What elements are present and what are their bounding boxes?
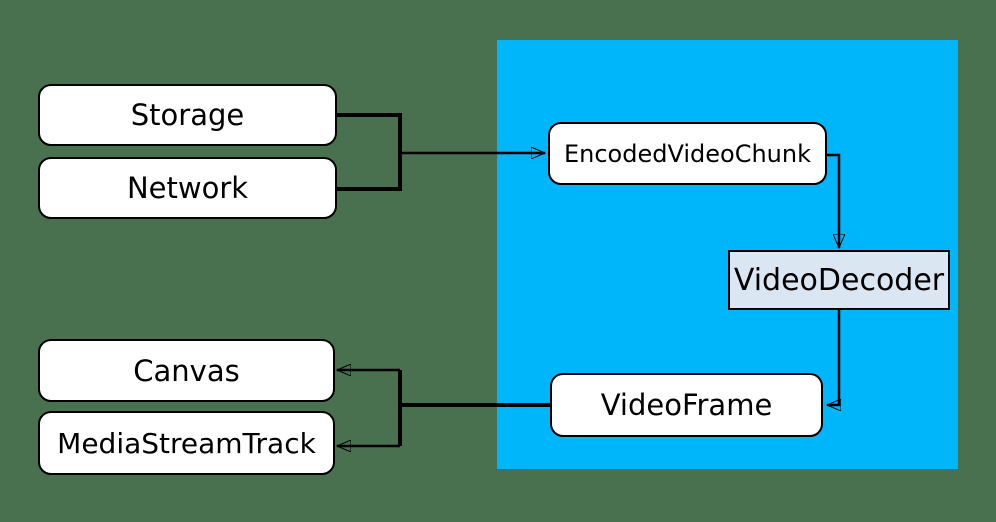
- node-encodedvideochunk: EncodedVideoChunk: [548, 122, 827, 185]
- node-storage: Storage: [38, 84, 337, 146]
- node-encodedvideochunk-label: EncodedVideoChunk: [563, 139, 812, 168]
- node-network-label: Network: [126, 171, 249, 205]
- node-videoframe: VideoFrame: [550, 373, 823, 437]
- node-videoframe-label: VideoFrame: [600, 388, 773, 422]
- node-network: Network: [38, 157, 337, 219]
- node-videodecoder: VideoDecoder: [728, 250, 950, 310]
- node-mediastreamtrack-label: MediaStreamTrack: [57, 426, 316, 460]
- node-canvas-label: Canvas: [133, 353, 240, 388]
- node-storage-label: Storage: [130, 98, 245, 132]
- node-canvas: Canvas: [38, 339, 335, 402]
- node-videodecoder-label: VideoDecoder: [733, 262, 945, 298]
- node-mediastreamtrack: MediaStreamTrack: [38, 411, 335, 475]
- connector-storage-network-merge: [337, 113, 402, 191]
